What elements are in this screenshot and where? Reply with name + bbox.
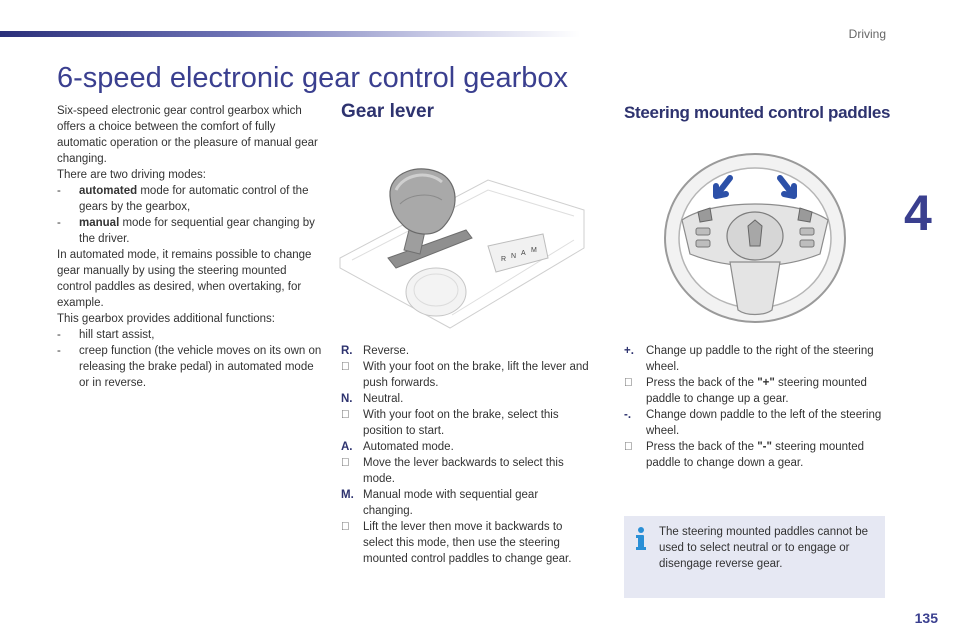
gear-text: Lift the lever then move it backwards to… (363, 521, 572, 565)
list-bullet: - (57, 345, 61, 357)
page-title: 6-speed electronic gear control gearbox (57, 62, 569, 94)
paddle-text: Change down paddle to the left of the st… (646, 409, 882, 437)
paddle-key: +. (624, 345, 634, 357)
list-bullet: - (57, 185, 61, 197)
mode-term: manual (79, 217, 120, 229)
down-paddle (697, 207, 713, 223)
paddle-symbol: "-" (757, 441, 772, 453)
pointing-hand-icon:  (341, 359, 350, 375)
gear-text: With your foot on the brake, select this… (363, 409, 559, 437)
intro-paragraph: Six-speed electronic gear control gearbo… (57, 105, 318, 165)
gear-text: Reverse. (363, 345, 410, 357)
paddle-item-down: -. Change down paddle to the left of the… (624, 407, 886, 439)
mode-text: mode for sequential gear changing by the… (79, 217, 315, 245)
paddle-text: Change up paddle to the right of the ste… (646, 345, 874, 373)
paddle-text-post: steering mounted paddle to change up a g… (646, 377, 867, 405)
gear-text: Automated mode. (363, 441, 454, 453)
steering-descriptions: +. Change up paddle to the right of the … (624, 343, 886, 471)
paddle-key: -. (624, 409, 632, 421)
function-text: hill start assist, (79, 329, 155, 341)
gear-item-reverse: R. Reverse. (341, 343, 591, 359)
list-bullet: - (57, 217, 61, 229)
paddle-instruction:  Press the back of the "-" steering mou… (624, 439, 886, 471)
list-bullet: - (57, 329, 61, 341)
intro-functions-lead: This gearbox provides additional functio… (57, 313, 275, 325)
paddle-symbol: "+" (757, 377, 775, 389)
chapter-number: 4 (904, 185, 932, 241)
section-name: Driving (848, 27, 886, 41)
gate-label: N (511, 253, 516, 260)
steering-paddles-heading: Steering mounted control paddles (624, 103, 891, 122)
gear-item-manual: M. Manual mode with sequential gear chan… (341, 487, 591, 519)
info-note-text: The steering mounted paddles cannot be u… (659, 526, 869, 570)
gear-instruction:  Move the lever backwards to select thi… (341, 455, 591, 487)
gear-lever-heading: Gear lever (341, 101, 434, 122)
gear-text: Manual mode with sequential gear changin… (363, 489, 539, 517)
header-gradient-bar (0, 31, 580, 37)
gear-text: Move the lever backwards to select this … (363, 457, 564, 485)
intro-automated-note: In automated mode, it remains possible t… (57, 249, 312, 309)
gear-key: M. (341, 489, 354, 501)
gate-label: A (521, 250, 526, 257)
paddle-text-post: steering mounted paddle to change down a… (646, 441, 865, 469)
gear-text: Neutral. (363, 393, 404, 405)
gear-instruction:  With your foot on the brake, lift the … (341, 359, 591, 391)
gear-instruction:  Lift the lever then move it backwards … (341, 519, 591, 567)
paddle-text-pre: Press the back of the (646, 441, 758, 453)
pointing-hand-icon:  (341, 407, 350, 423)
gate-label: M (531, 247, 537, 254)
gear-instruction:  With your foot on the brake, select th… (341, 407, 591, 439)
intro-column: Six-speed electronic gear control gearbo… (57, 103, 322, 391)
pointing-hand-icon:  (341, 455, 350, 471)
mode-term: automated (79, 185, 138, 197)
pointing-hand-icon:  (624, 375, 633, 391)
arrow-down-left-icon (713, 175, 733, 199)
function-item: - creep function (the vehicle moves on i… (57, 343, 322, 391)
paddle-instruction:  Press the back of the "+" steering mou… (624, 375, 886, 407)
info-note-box: The steering mounted paddles cannot be u… (624, 516, 885, 598)
arrow-down-right-icon (777, 175, 797, 199)
intro-modes-lead: There are two driving modes: (57, 169, 206, 181)
gear-gate-labels: R N A M (501, 247, 537, 263)
gear-lever-illustration: R N A M (339, 168, 585, 329)
up-paddle (797, 207, 813, 223)
mode-item-automated: - automated mode for automatic control o… (57, 183, 322, 215)
gear-lever-descriptions: R. Reverse.  With your foot on the brak… (341, 343, 591, 567)
paddle-item-up: +. Change up paddle to the right of the … (624, 343, 886, 375)
pointing-hand-icon:  (341, 519, 350, 535)
gear-key: N. (341, 393, 353, 405)
mode-item-manual: - manual mode for sequential gear changi… (57, 215, 322, 247)
function-text: creep function (the vehicle moves on its… (79, 345, 322, 389)
gear-key: A. (341, 441, 353, 453)
gear-key: R. (341, 345, 353, 357)
steering-wheel-illustration (664, 153, 846, 323)
function-item: - hill start assist, (57, 327, 322, 343)
mode-text: mode for automatic control of the gears … (79, 185, 309, 213)
info-icon (636, 527, 646, 550)
page-number: 135 (914, 610, 938, 626)
paddle-text-pre: Press the back of the (646, 377, 758, 389)
gear-item-neutral: N. Neutral. (341, 391, 591, 407)
gear-item-automated: A. Automated mode. (341, 439, 591, 455)
gate-label: R (501, 256, 506, 263)
gear-text: With your foot on the brake, lift the le… (363, 361, 589, 389)
pointing-hand-icon:  (624, 439, 633, 455)
